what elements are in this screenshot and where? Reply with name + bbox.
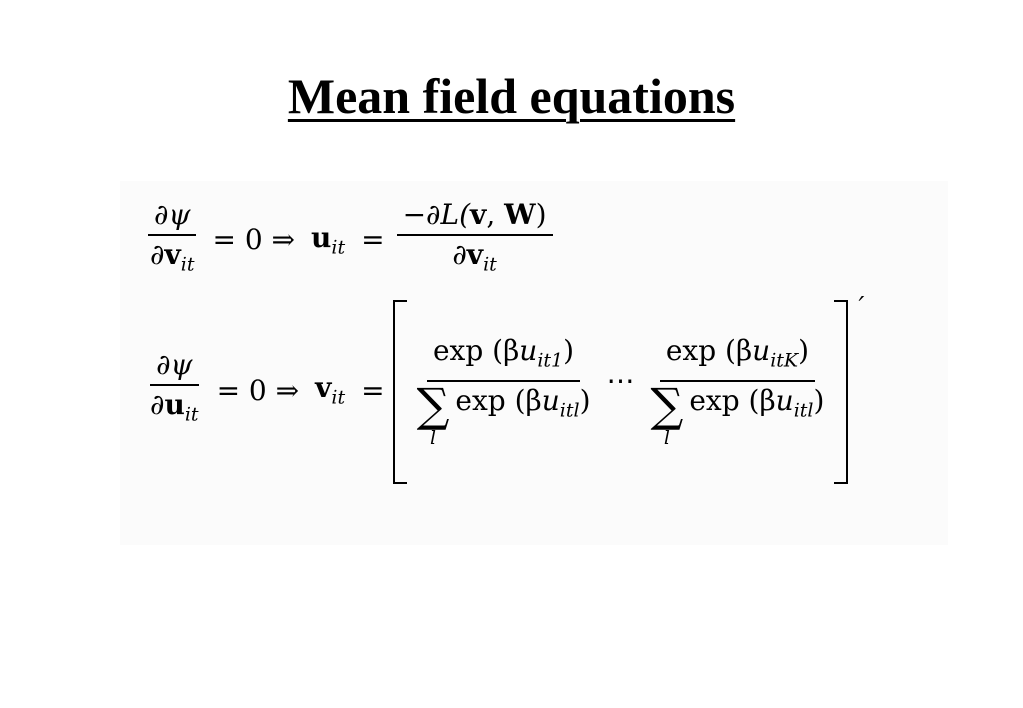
equals-sign: = — [361, 223, 385, 257]
softmax-fraction-1: exp (βuit1) ∑ l exp (βuitl) — [416, 334, 591, 449]
v-it-symbol: vit — [315, 371, 346, 409]
loss-gradient-fraction: −∂L(v, W) ∂vit — [396, 196, 553, 284]
partial-psi-over-u: ∂ψ ∂uit — [150, 348, 199, 426]
ellipsis: ⋯ — [606, 363, 635, 397]
summation-symbol: ∑ l — [650, 377, 684, 449]
transpose-prime: ′ — [858, 292, 865, 322]
equation-v: ∂ψ ∂uit = 0 ⇒ vit = exp (βuit1) ∑ l exp … — [140, 292, 864, 484]
u-it-symbol: uit — [311, 221, 346, 259]
partial-psi-over-v: ∂ψ ∂vit — [148, 198, 197, 276]
equations-panel — [120, 181, 948, 545]
softmax-vector: exp (βuit1) ∑ l exp (βuitl) ⋯ exp (βuitK… — [392, 292, 864, 484]
slide-title: Mean field equations — [287, 68, 736, 124]
implies-symbol: = 0 ⇒ — [212, 223, 296, 257]
left-bracket — [392, 300, 407, 484]
right-bracket — [834, 300, 849, 484]
implies-symbol: = 0 ⇒ — [216, 373, 300, 407]
equals-sign: = — [361, 373, 385, 407]
summation-symbol: ∑ l — [416, 377, 450, 449]
equation-u: ∂ψ ∂vit = 0 ⇒ uit = −∂L(v, W) ∂vit — [140, 196, 557, 284]
softmax-fraction-k: exp (βuitK) ∑ l exp (βuitl) — [650, 334, 825, 449]
